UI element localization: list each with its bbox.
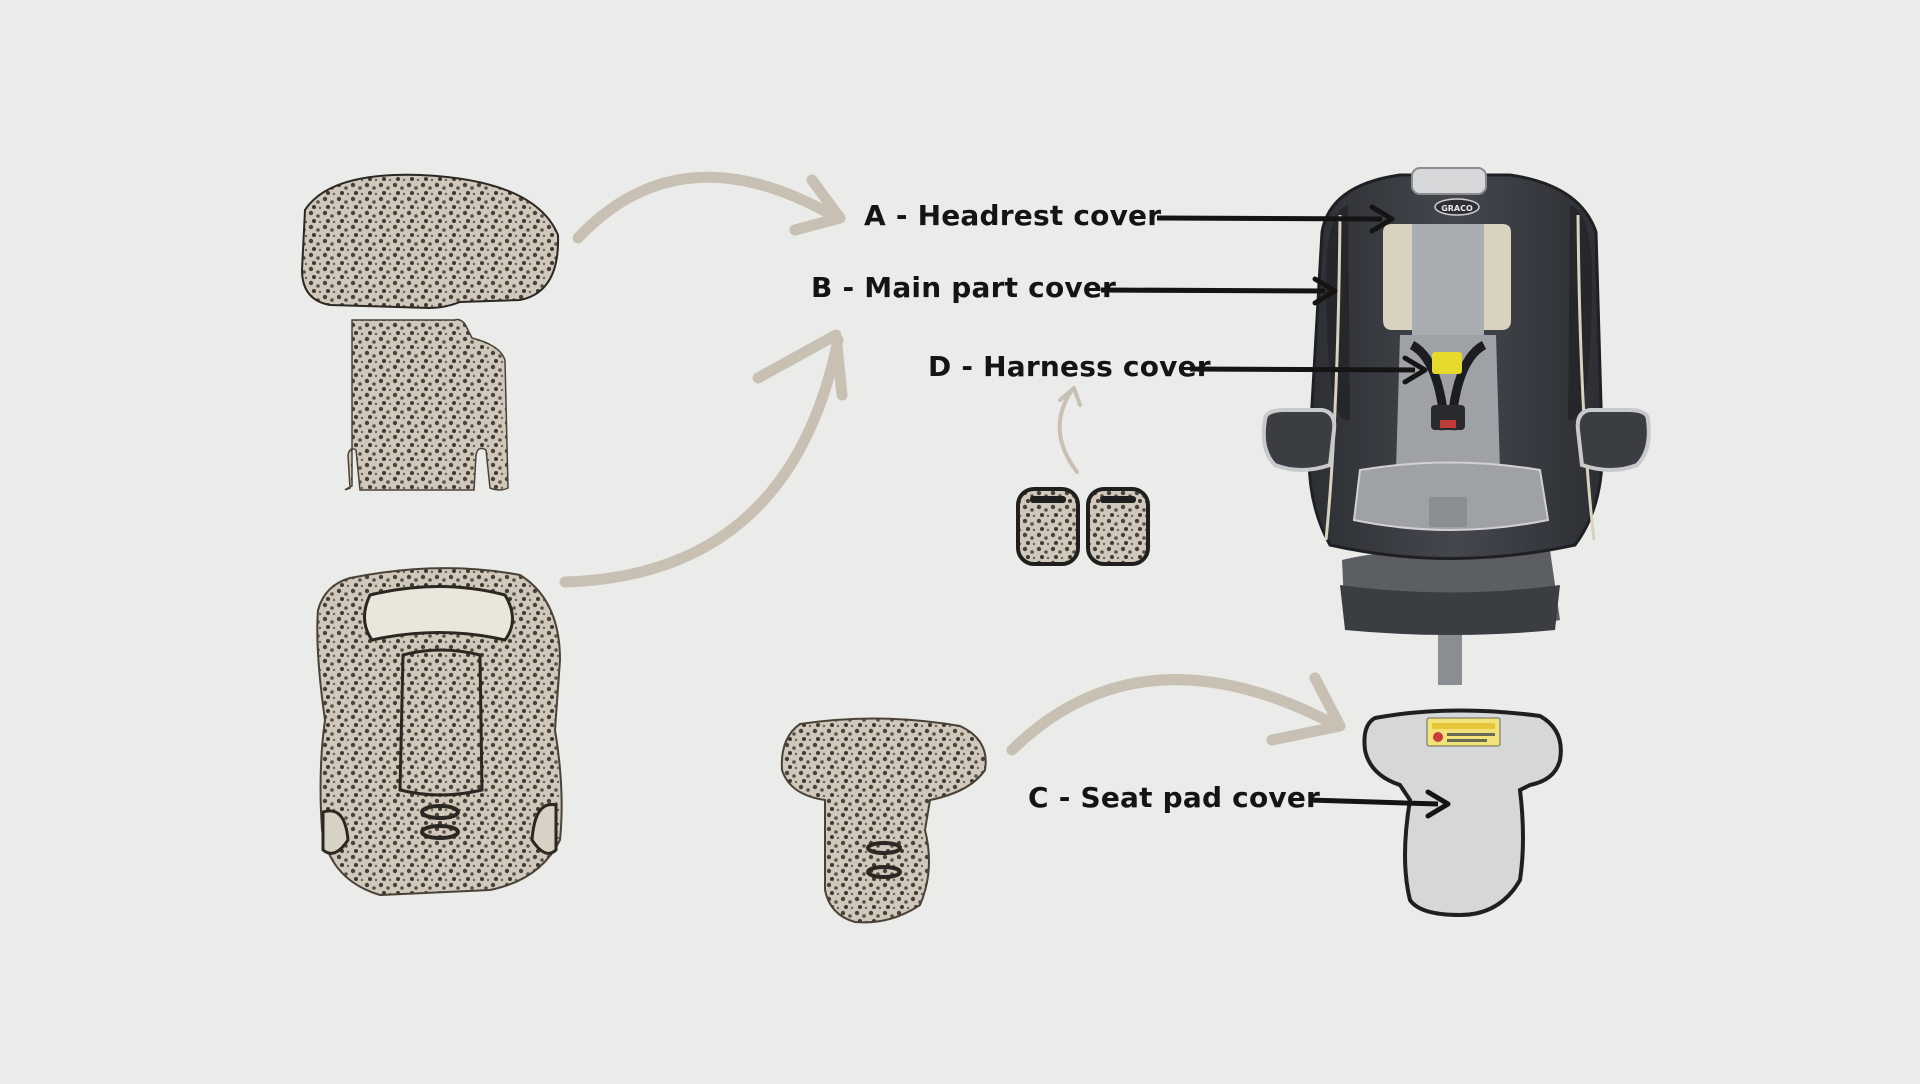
seat-pad-cover-piece	[780, 717, 987, 924]
main-cover-piece	[316, 567, 563, 897]
harness-pad-pair	[1016, 487, 1150, 566]
seat-brand-logo: GRACO	[1441, 204, 1473, 213]
label-seat-pad-cover: C - Seat pad cover	[1028, 781, 1321, 814]
pointer-arrow-headrest	[1156, 204, 1395, 234]
label-main-part-cover: B - Main part cover	[811, 271, 1117, 304]
curved-arrow-main	[559, 329, 848, 588]
curved-arrow-seat-pad	[1006, 672, 1346, 756]
pointer-arrow-main	[1100, 276, 1338, 306]
curved-arrow-headrest	[572, 171, 846, 244]
pointer-arrow-harness	[1189, 355, 1428, 385]
seat-pad-insert	[1362, 708, 1563, 918]
car-seat: GRACO	[1261, 167, 1651, 685]
label-harness-cover: D - Harness cover	[928, 350, 1211, 383]
curved-arrow-harness	[1057, 386, 1082, 474]
label-headrest-cover: A - Headrest cover	[864, 199, 1162, 232]
headrest-cover-piece	[300, 173, 560, 491]
pointer-arrow-seat-pad	[1308, 789, 1451, 819]
